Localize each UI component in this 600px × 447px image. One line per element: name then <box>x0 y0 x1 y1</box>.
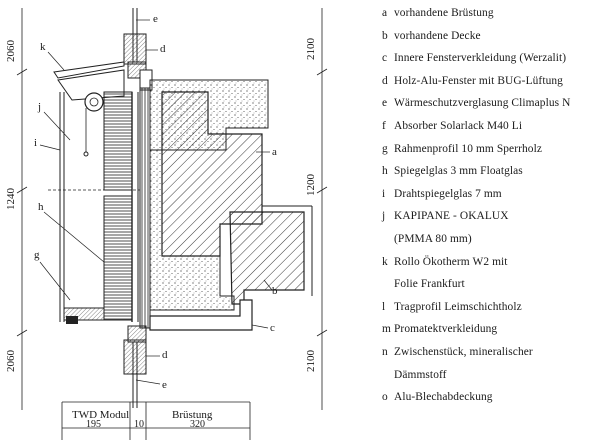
kapipane-module-lower <box>103 195 133 321</box>
dim-parapet-width: 320 <box>190 419 205 430</box>
legend-item-continued: Dämmstoff <box>394 368 447 381</box>
outer-glass <box>59 92 65 322</box>
label-bruestung: Brüstung <box>172 409 213 421</box>
dim-twd-width: 195 <box>86 419 101 430</box>
callout-h: h <box>38 201 44 213</box>
label-twd-modul: TWD Modul <box>72 409 129 421</box>
lower-window-frame <box>123 325 147 375</box>
inner-lining <box>149 299 253 331</box>
callout-a: a <box>272 146 277 158</box>
upper-window-frame <box>123 33 153 91</box>
right-dimension <box>316 8 328 410</box>
section-drawing: 2060 1240 2060 2100 1200 2100 <box>5 8 328 440</box>
callout-j: j <box>37 101 41 113</box>
callout-c: c <box>270 322 275 334</box>
callouts <box>39 19 273 385</box>
callout-g: g <box>34 249 40 261</box>
callout-e-bottom: e <box>162 379 167 391</box>
dim-left-middle: 1240 <box>5 188 17 211</box>
dim-right-top: 2100 <box>305 38 317 61</box>
dim-right-middle: 1200 <box>305 174 317 197</box>
callout-d-top: d <box>160 43 166 55</box>
dim-left-bottom: 2060 <box>5 350 17 373</box>
bottom-dimension <box>61 401 251 440</box>
dim-right-bottom: 2100 <box>305 350 317 373</box>
callout-b: b <box>272 285 278 297</box>
top-cover <box>53 61 125 79</box>
kapipane-module-upper <box>103 91 133 191</box>
legend-item-continued: (PMMA 80 mm) <box>394 232 472 245</box>
roller-blind <box>84 92 104 112</box>
support-profile <box>139 87 151 329</box>
insulation-lower <box>149 149 235 311</box>
callout-d-bottom: d <box>162 349 168 361</box>
legend-item-continued: Folie Frankfurt <box>394 278 465 291</box>
left-dimension <box>16 8 28 410</box>
existing-slab <box>229 211 305 305</box>
callout-i: i <box>34 137 37 149</box>
dim-left-top: 2060 <box>5 40 17 63</box>
dim-gap-width: 10 <box>134 419 144 430</box>
callout-k: k <box>40 41 46 53</box>
callout-e-top: e <box>153 13 158 25</box>
